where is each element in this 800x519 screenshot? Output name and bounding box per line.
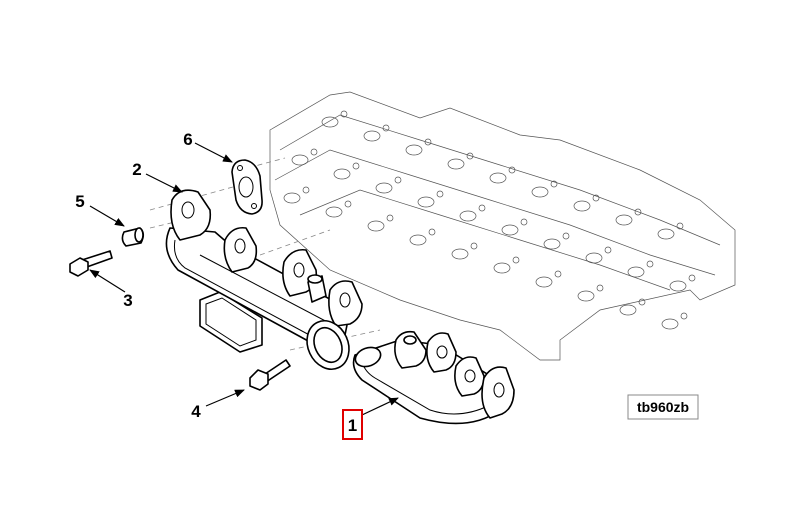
head-bolt-hole-outline	[344, 200, 352, 208]
head-port-outline	[619, 304, 637, 316]
head-bolt-hole-outline	[466, 152, 474, 160]
head-port-outline	[325, 206, 343, 218]
head-port-outline	[417, 196, 435, 208]
head-bolt-hole-outline	[646, 260, 654, 268]
head-bolt-hole-outline	[478, 204, 486, 212]
head-port-outline	[283, 192, 301, 204]
head-port-outline	[627, 266, 645, 278]
head-port-outline	[451, 248, 469, 260]
leader-4	[205, 389, 245, 407]
head-bolt-hole-outline	[352, 162, 360, 170]
callout-5[interactable]: 5	[75, 192, 84, 211]
head-port-outline	[367, 220, 385, 232]
head-port-outline	[409, 234, 427, 246]
reference-code-box: tb960zb	[627, 394, 699, 420]
gasket-part-6	[231, 159, 263, 215]
head-bolt-hole-outline	[508, 166, 516, 174]
head-bolt-hole-outline	[562, 232, 570, 240]
callout-4[interactable]: 4	[191, 402, 201, 421]
callout-1[interactable]: 1	[348, 416, 357, 435]
head-port-outline	[531, 186, 549, 198]
callouts: 1 2 3 4 5 6	[75, 130, 363, 440]
head-port-outline	[657, 228, 675, 240]
rear-manifold-part-1	[352, 330, 515, 425]
head-port-outline	[543, 238, 561, 250]
callout-2[interactable]: 2	[132, 160, 141, 179]
head-port-outline	[501, 224, 519, 236]
bolt-part-3	[69, 250, 113, 277]
head-port-outline	[363, 130, 381, 142]
head-bolt-hole-outline	[436, 190, 444, 198]
sleeve-part-5	[121, 227, 145, 247]
head-port-outline	[669, 280, 687, 292]
head-port-outline	[661, 318, 679, 330]
head-port-outline	[585, 252, 603, 264]
head-port-outline	[321, 116, 339, 128]
head-bolt-hole-outline	[394, 176, 402, 184]
leader-1	[361, 397, 399, 416]
head-bolt-hole-outline	[596, 284, 604, 292]
head-bolt-hole-outline	[512, 256, 520, 264]
head-port-outline	[535, 276, 553, 288]
leader-2	[145, 173, 183, 193]
head-bolt-hole-outline	[302, 186, 310, 194]
head-bolt-hole-outline	[382, 124, 390, 132]
head-bolt-hole-outline	[470, 242, 478, 250]
leader-3	[89, 269, 126, 293]
head-port-outline	[375, 182, 393, 194]
leader-6	[194, 142, 233, 163]
head-port-outline	[405, 144, 423, 156]
head-bolt-hole-outline	[554, 270, 562, 278]
head-bolt-hole-outline	[688, 274, 696, 282]
front-manifold-part-2	[165, 189, 363, 370]
cylinder-head	[269, 91, 736, 361]
head-bolt-hole-outline	[386, 214, 394, 222]
head-bolt-hole-outline	[340, 110, 348, 118]
head-port-outline	[489, 172, 507, 184]
head-port-outline	[493, 262, 511, 274]
reference-code: tb960zb	[637, 399, 689, 415]
head-port-outline	[447, 158, 465, 170]
head-bolt-hole-outline	[604, 246, 612, 254]
head-bolt-hole-outline	[428, 228, 436, 236]
leader-5	[89, 205, 125, 227]
head-bolt-hole-outline	[310, 148, 318, 156]
head-port-outline	[459, 210, 477, 222]
head-bolt-hole-outline	[520, 218, 528, 226]
head-bolt-hole-outline	[634, 208, 642, 216]
head-bolt-hole-outline	[550, 180, 558, 188]
bolt-part-4	[249, 359, 291, 391]
callout-3[interactable]: 3	[123, 291, 132, 310]
head-bolt-hole-outline	[592, 194, 600, 202]
head-bolt-hole-outline	[424, 138, 432, 146]
head-port-outline	[573, 200, 591, 212]
callout-1-highlight-box	[342, 409, 363, 440]
leader-lines	[89, 142, 399, 416]
head-port-outline	[615, 214, 633, 226]
head-port-outline	[291, 154, 309, 166]
head-port-outline	[333, 168, 351, 180]
head-bolt-hole-outline	[676, 222, 684, 230]
head-port-outline	[577, 290, 595, 302]
callout-6[interactable]: 6	[183, 130, 192, 149]
head-bolt-hole-outline	[638, 298, 646, 306]
head-bolt-hole-outline	[680, 312, 688, 320]
